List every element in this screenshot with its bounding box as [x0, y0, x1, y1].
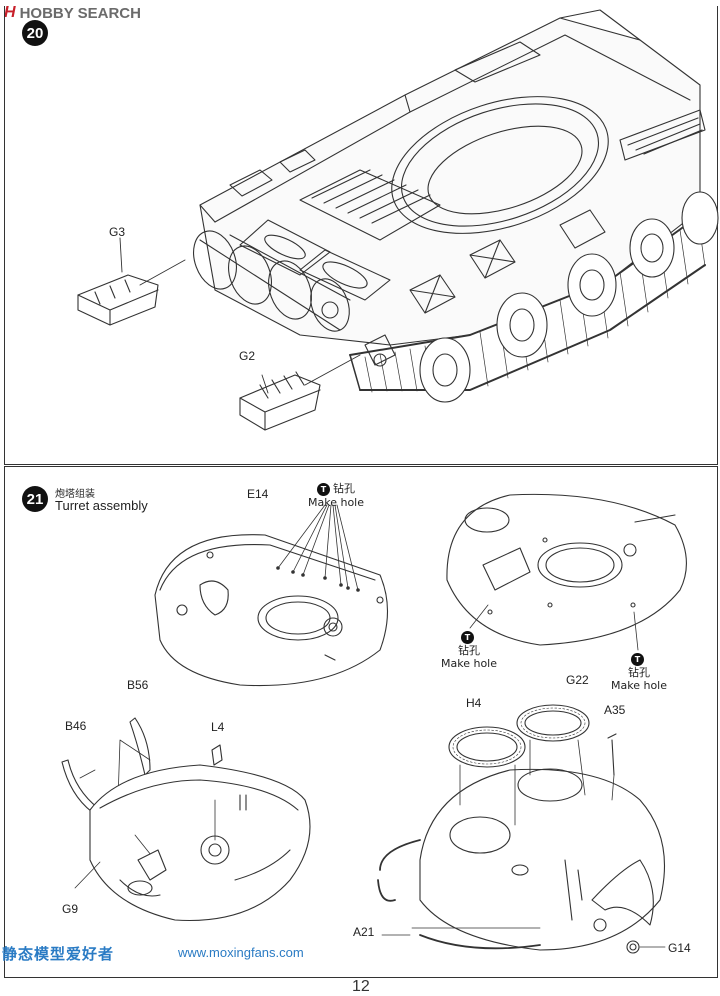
- part-label-a21: A21: [353, 925, 375, 939]
- part-label-g22: G22: [566, 673, 589, 687]
- part-label-g9: G9: [62, 902, 79, 916]
- step-21-panel: [4, 466, 718, 978]
- part-label-g2: G2: [239, 349, 256, 363]
- part-a21-drawing: [377, 839, 421, 902]
- drill-icon: T: [461, 630, 474, 644]
- part-a35-drawing: [607, 733, 617, 776]
- step-20-panel: [4, 6, 718, 465]
- hobby-search-watermark: H HOBBY SEARCH: [4, 3, 141, 23]
- moxingfans-url: www.moxingfans.com: [178, 945, 304, 960]
- part-g2-drawing: [239, 371, 321, 431]
- ring-g22-drawing: [516, 704, 590, 742]
- drill-icon: T: [631, 652, 644, 666]
- part-g9-drawing: [137, 849, 167, 881]
- brand-logo: H: [4, 4, 16, 21]
- turret-upper-drawing: [446, 493, 687, 646]
- ring-h4-drawing: [448, 726, 526, 768]
- brand-name: HOBBY SEARCH: [19, 4, 141, 22]
- part-g14-drawing: [626, 940, 640, 954]
- moxingfans-watermark: 静态模型爱好者: [2, 945, 115, 963]
- part-label-g3: G3: [109, 225, 126, 239]
- part-b46-drawing: [61, 759, 99, 813]
- part-label-l4: L4: [211, 720, 225, 734]
- step-21-title-en: Turret assembly: [55, 498, 148, 513]
- part-label-e14: E14: [247, 487, 269, 501]
- part-label-b56: B56: [127, 678, 149, 692]
- turret-base-right-drawing: [419, 768, 666, 951]
- turret-half-e14-drawing: [154, 534, 388, 687]
- part-label-a35: A35: [604, 703, 626, 717]
- make-hole-note-left: T 钻孔 Make hole: [441, 630, 497, 670]
- tank-hull-drawing: [193, 9, 719, 403]
- make-hole-note-right: T 钻孔 Make hole: [611, 652, 667, 692]
- step-20-badge: 20: [22, 20, 48, 46]
- part-label-h4: H4: [466, 696, 482, 710]
- part-label-g14: G14: [668, 941, 691, 955]
- part-g3-drawing: [77, 274, 159, 326]
- step-21-badge: 21: [22, 486, 48, 512]
- drill-icon: T: [317, 482, 330, 496]
- part-label-b46: B46: [65, 719, 87, 733]
- part-b56-drawing: [129, 717, 151, 776]
- step-21-title-cn: 炮塔组装: [55, 489, 95, 500]
- turret-base-left-drawing: [89, 764, 311, 922]
- part-l4-drawing: [211, 744, 223, 766]
- page-number: 12: [352, 978, 370, 995]
